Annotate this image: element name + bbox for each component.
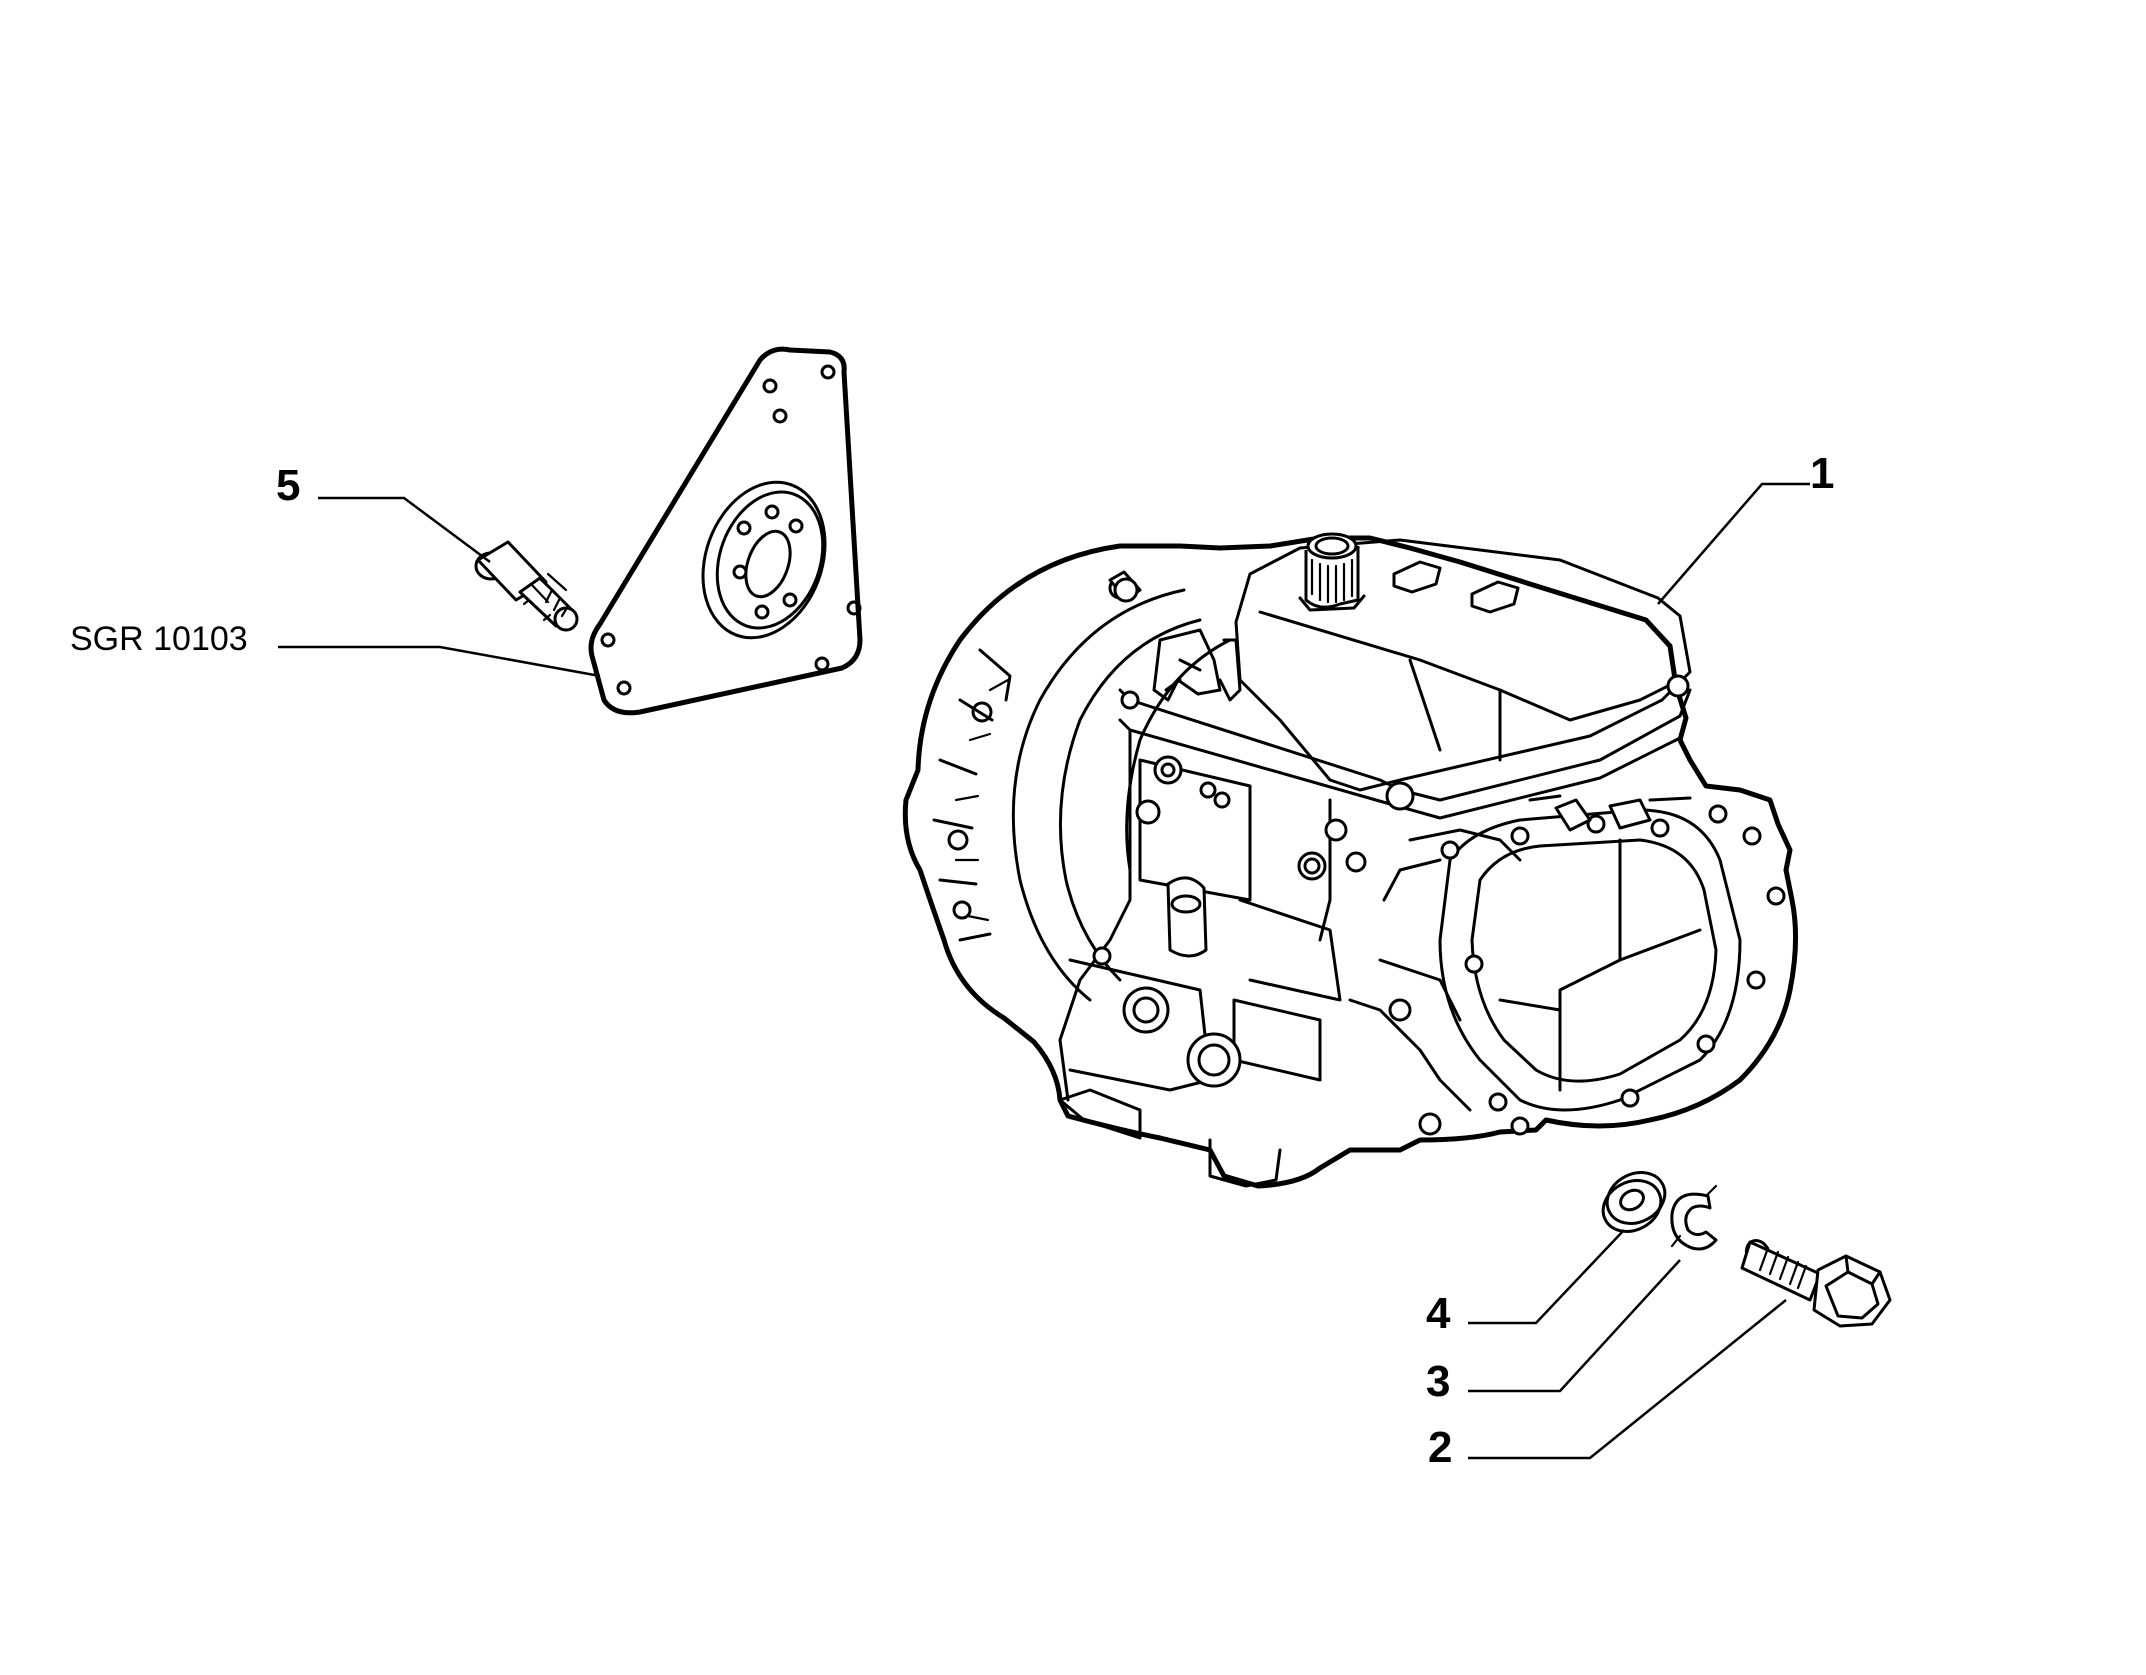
leader-3 xyxy=(1468,1259,1681,1393)
callout-1: 1 xyxy=(1810,449,1834,498)
callout-3: 3 xyxy=(1426,1357,1450,1406)
transmission-assembly-part-1[interactable] xyxy=(902,532,1799,1189)
washer-part-4[interactable] xyxy=(1594,1163,1674,1242)
leader-2 xyxy=(1468,1299,1787,1460)
callout-2: 2 xyxy=(1428,1423,1452,1472)
leader-lines xyxy=(278,482,1810,1460)
flange-bolt-part-2[interactable] xyxy=(1740,1237,1892,1328)
callout-sgr-reference: SGR 10103 xyxy=(70,620,248,658)
stud-pin-part-5[interactable] xyxy=(474,540,579,632)
leader-1 xyxy=(1657,482,1810,605)
leader-ref xyxy=(278,645,601,678)
leader-5 xyxy=(318,496,491,564)
leader-4 xyxy=(1468,1229,1625,1325)
flex-plate-sgr-10103[interactable] xyxy=(588,346,863,716)
callout-4: 4 xyxy=(1426,1289,1451,1338)
callout-5: 5 xyxy=(276,461,300,510)
spring-clip-part-3[interactable] xyxy=(1670,1184,1718,1251)
